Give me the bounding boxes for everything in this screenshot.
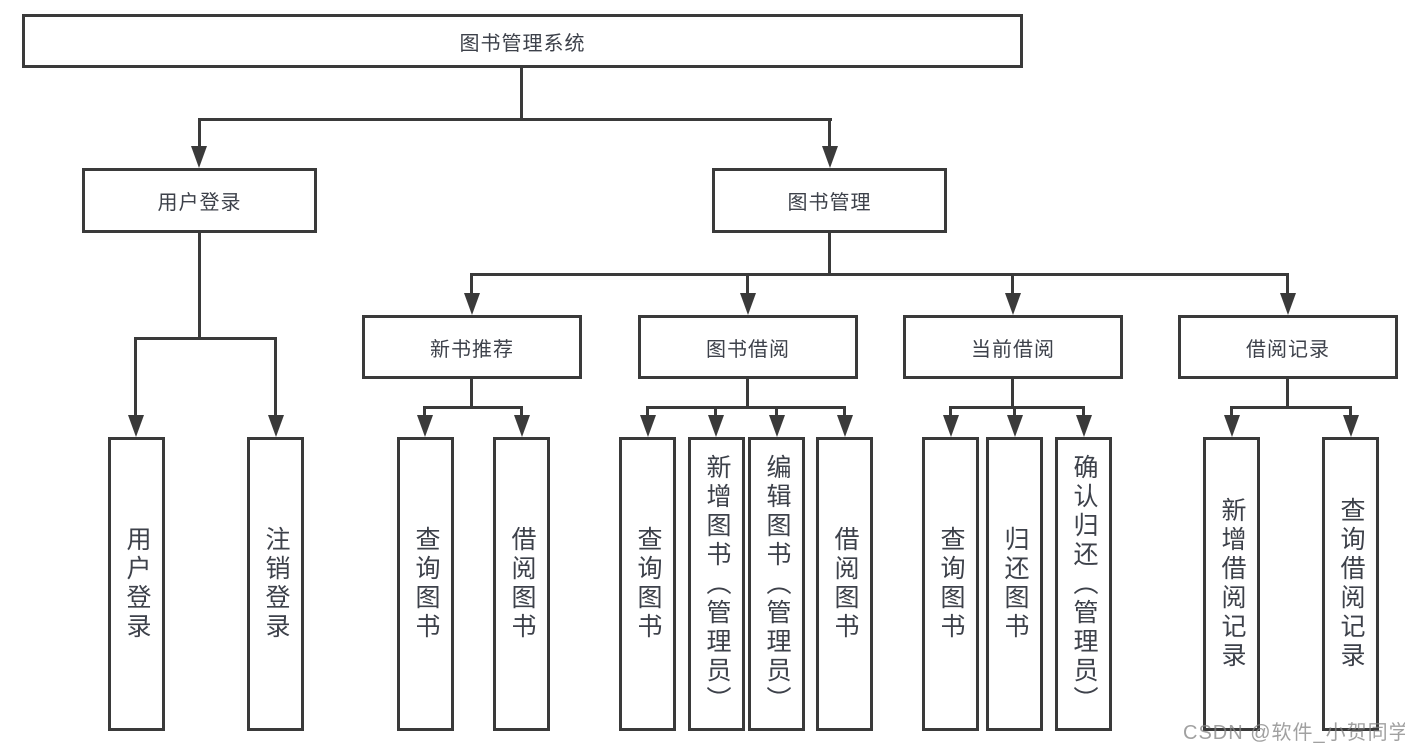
connector-line xyxy=(1286,379,1289,406)
connector-line xyxy=(423,406,426,417)
arrow-down-icon xyxy=(514,415,530,437)
leaf-label: 借阅图书 xyxy=(831,526,859,642)
leaf-user-login: 用户登录 xyxy=(108,437,165,731)
arrow-down-icon xyxy=(943,415,959,437)
connector-line xyxy=(746,379,749,406)
leaf-edit-book-admin: 编辑图书（管理员） xyxy=(748,437,805,731)
leaf-label: 查询图书 xyxy=(412,526,440,642)
connector-line xyxy=(1286,273,1289,295)
connector-line xyxy=(134,337,277,340)
leaf-query-book-recommend: 查询图书 xyxy=(397,437,454,731)
leaf-label: 确认归还（管理员） xyxy=(1070,453,1098,715)
node-new-book-recommend: 新书推荐 xyxy=(362,315,582,379)
leaf-return-book: 归还图书 xyxy=(986,437,1043,731)
leaf-confirm-return-admin: 确认归还（管理员） xyxy=(1055,437,1112,731)
node-label: 当前借阅 xyxy=(971,338,1055,361)
connector-line xyxy=(520,406,523,417)
arrow-down-icon xyxy=(1007,415,1023,437)
connector-line xyxy=(646,406,649,417)
connector-line xyxy=(470,273,1289,276)
connector-line xyxy=(423,406,523,409)
arrow-down-icon xyxy=(1280,293,1296,315)
arrow-down-icon xyxy=(769,415,785,437)
arrow-down-icon xyxy=(464,293,480,315)
connector-line xyxy=(949,406,1085,409)
node-label: 新书推荐 xyxy=(430,338,514,361)
leaf-label: 新增借阅记录 xyxy=(1218,497,1246,671)
connector-line xyxy=(198,118,201,148)
connector-line xyxy=(714,406,717,417)
connector-line xyxy=(198,118,832,121)
csdn-watermark: CSDN @软件_小贺同学 xyxy=(1183,722,1405,744)
leaf-label: 查询图书 xyxy=(937,526,965,642)
arrow-down-icon xyxy=(1005,293,1021,315)
arrow-down-icon xyxy=(740,293,756,315)
connector-line xyxy=(1011,273,1014,295)
arrow-down-icon xyxy=(837,415,853,437)
connector-line xyxy=(198,233,201,337)
leaf-add-borrow-record: 新增借阅记录 xyxy=(1203,437,1260,731)
leaf-label: 用户登录 xyxy=(123,526,151,642)
connector-line xyxy=(1011,379,1014,406)
connector-line xyxy=(843,406,846,417)
arrow-down-icon xyxy=(1224,415,1240,437)
leaf-logout: 注销登录 xyxy=(247,437,304,731)
arrow-down-icon xyxy=(1076,415,1092,437)
leaf-label: 借阅图书 xyxy=(508,526,536,642)
connector-line xyxy=(746,273,749,295)
leaf-label: 归还图书 xyxy=(1001,526,1029,642)
connector-line xyxy=(646,406,846,409)
connector-line xyxy=(1082,406,1085,417)
connector-line xyxy=(828,233,831,273)
connector-line xyxy=(775,406,778,417)
leaf-borrow-book-recommend: 借阅图书 xyxy=(493,437,550,731)
node-label: 图书借阅 xyxy=(706,338,790,361)
node-book-borrow: 图书借阅 xyxy=(638,315,858,379)
node-label: 借阅记录 xyxy=(1246,338,1330,361)
arrow-down-icon xyxy=(417,415,433,437)
connector-line xyxy=(828,118,831,148)
node-label: 图书管理系统 xyxy=(459,32,586,55)
leaf-label: 编辑图书（管理员） xyxy=(763,453,791,715)
leaf-query-book-borrow: 查询图书 xyxy=(619,437,676,731)
node-label: 用户登录 xyxy=(157,192,242,214)
connector-line xyxy=(1230,406,1352,409)
arrow-down-icon xyxy=(640,415,656,437)
leaf-label: 查询图书 xyxy=(634,526,662,642)
leaf-label: 注销登录 xyxy=(262,526,290,642)
leaf-borrow-book: 借阅图书 xyxy=(816,437,873,731)
arrow-down-icon xyxy=(822,146,838,168)
leaf-query-book-current: 查询图书 xyxy=(922,437,979,731)
node-label: 图书管理 xyxy=(787,192,872,214)
leaf-add-book-admin: 新增图书（管理员） xyxy=(688,437,745,731)
arrow-down-icon xyxy=(191,146,207,168)
arrow-down-icon xyxy=(128,415,144,437)
node-borrow-records: 借阅记录 xyxy=(1178,315,1398,379)
leaf-label: 查询借阅记录 xyxy=(1337,497,1365,671)
leaf-query-borrow-record: 查询借阅记录 xyxy=(1322,437,1379,731)
node-user-login: 用户登录 xyxy=(82,168,317,233)
connector-line xyxy=(274,337,277,417)
arrow-down-icon xyxy=(268,415,284,437)
connector-line xyxy=(520,68,523,118)
connector-line xyxy=(1349,406,1352,417)
connector-line xyxy=(470,379,473,406)
connector-line xyxy=(949,406,952,417)
arrow-down-icon xyxy=(708,415,724,437)
connector-line xyxy=(1013,406,1016,417)
node-current-borrow: 当前借阅 xyxy=(903,315,1123,379)
node-book-management: 图书管理 xyxy=(712,168,947,233)
connector-line xyxy=(470,273,473,295)
connector-line xyxy=(1230,406,1233,417)
node-root-library-system: 图书管理系统 xyxy=(22,14,1023,68)
leaf-label: 新增图书（管理员） xyxy=(703,453,731,715)
connector-line xyxy=(134,337,137,417)
arrow-down-icon xyxy=(1343,415,1359,437)
